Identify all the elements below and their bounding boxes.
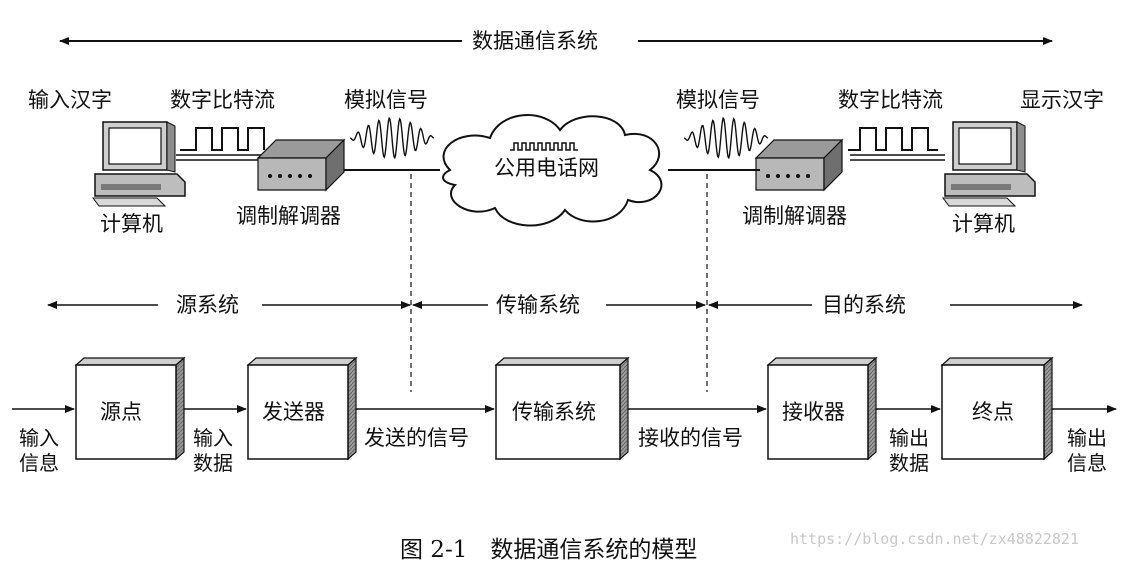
network-label: 公用电话网 bbox=[494, 156, 599, 180]
input-chinese-label: 输入汉字 bbox=[28, 88, 112, 112]
digital-bitstream-label: 数字比特流 bbox=[838, 88, 943, 112]
digital-cable bbox=[176, 154, 945, 161]
output-data-label: 输出 数据 bbox=[889, 426, 929, 475]
cloud-icon bbox=[442, 114, 663, 227]
analog-signal-label: 模拟信号 bbox=[344, 88, 428, 112]
block-transmitter-label: 发送器 bbox=[262, 400, 325, 424]
computer-icon bbox=[942, 121, 1036, 207]
input-data-label: 输入 数据 bbox=[193, 426, 233, 475]
boundary-line bbox=[410, 174, 708, 392]
watermark: https://blog.csdn.net/zx48822821 bbox=[790, 530, 1079, 548]
analog-signal-label: 模拟信号 bbox=[676, 88, 760, 112]
computer-icon bbox=[92, 121, 186, 207]
block-destination-label: 终点 bbox=[972, 400, 1014, 424]
section-destination-label: 目的系统 bbox=[822, 293, 906, 317]
block-receiver bbox=[766, 356, 878, 461]
modem-icon bbox=[256, 138, 346, 192]
computer-label: 计算机 bbox=[100, 212, 163, 236]
computer-label: 计算机 bbox=[952, 212, 1015, 236]
received-signal-label: 接收的信号 bbox=[638, 426, 743, 450]
block-transmitter bbox=[246, 356, 358, 461]
input-info-label: 输入 信息 bbox=[19, 426, 59, 475]
digital-bitstream-label: 数字比特流 bbox=[170, 88, 275, 112]
section-source-label: 源系统 bbox=[176, 293, 239, 317]
system-span-label: 数据通信系统 bbox=[472, 29, 598, 53]
block-transmission-system-label: 传输系统 bbox=[512, 400, 596, 424]
modem-label: 调制解调器 bbox=[742, 204, 847, 228]
block-source-label: 源点 bbox=[100, 400, 142, 424]
modem-icon bbox=[754, 138, 844, 192]
block-receiver-label: 接收器 bbox=[782, 400, 845, 424]
square-wave-icon bbox=[180, 127, 938, 151]
display-chinese-label: 显示汉字 bbox=[1020, 88, 1104, 112]
modem-label: 调制解调器 bbox=[236, 204, 341, 228]
block-destination bbox=[940, 356, 1054, 461]
section-transmission-label: 传输系统 bbox=[496, 293, 580, 317]
sine-wave-icon bbox=[349, 116, 769, 160]
sent-signal-label: 发送的信号 bbox=[364, 426, 469, 450]
figure-caption: 图 2-1 数据通信系统的模型 bbox=[400, 537, 698, 563]
output-info-label: 输出 信息 bbox=[1067, 426, 1107, 475]
block-transmission-system bbox=[494, 356, 630, 461]
block-source bbox=[74, 356, 186, 461]
